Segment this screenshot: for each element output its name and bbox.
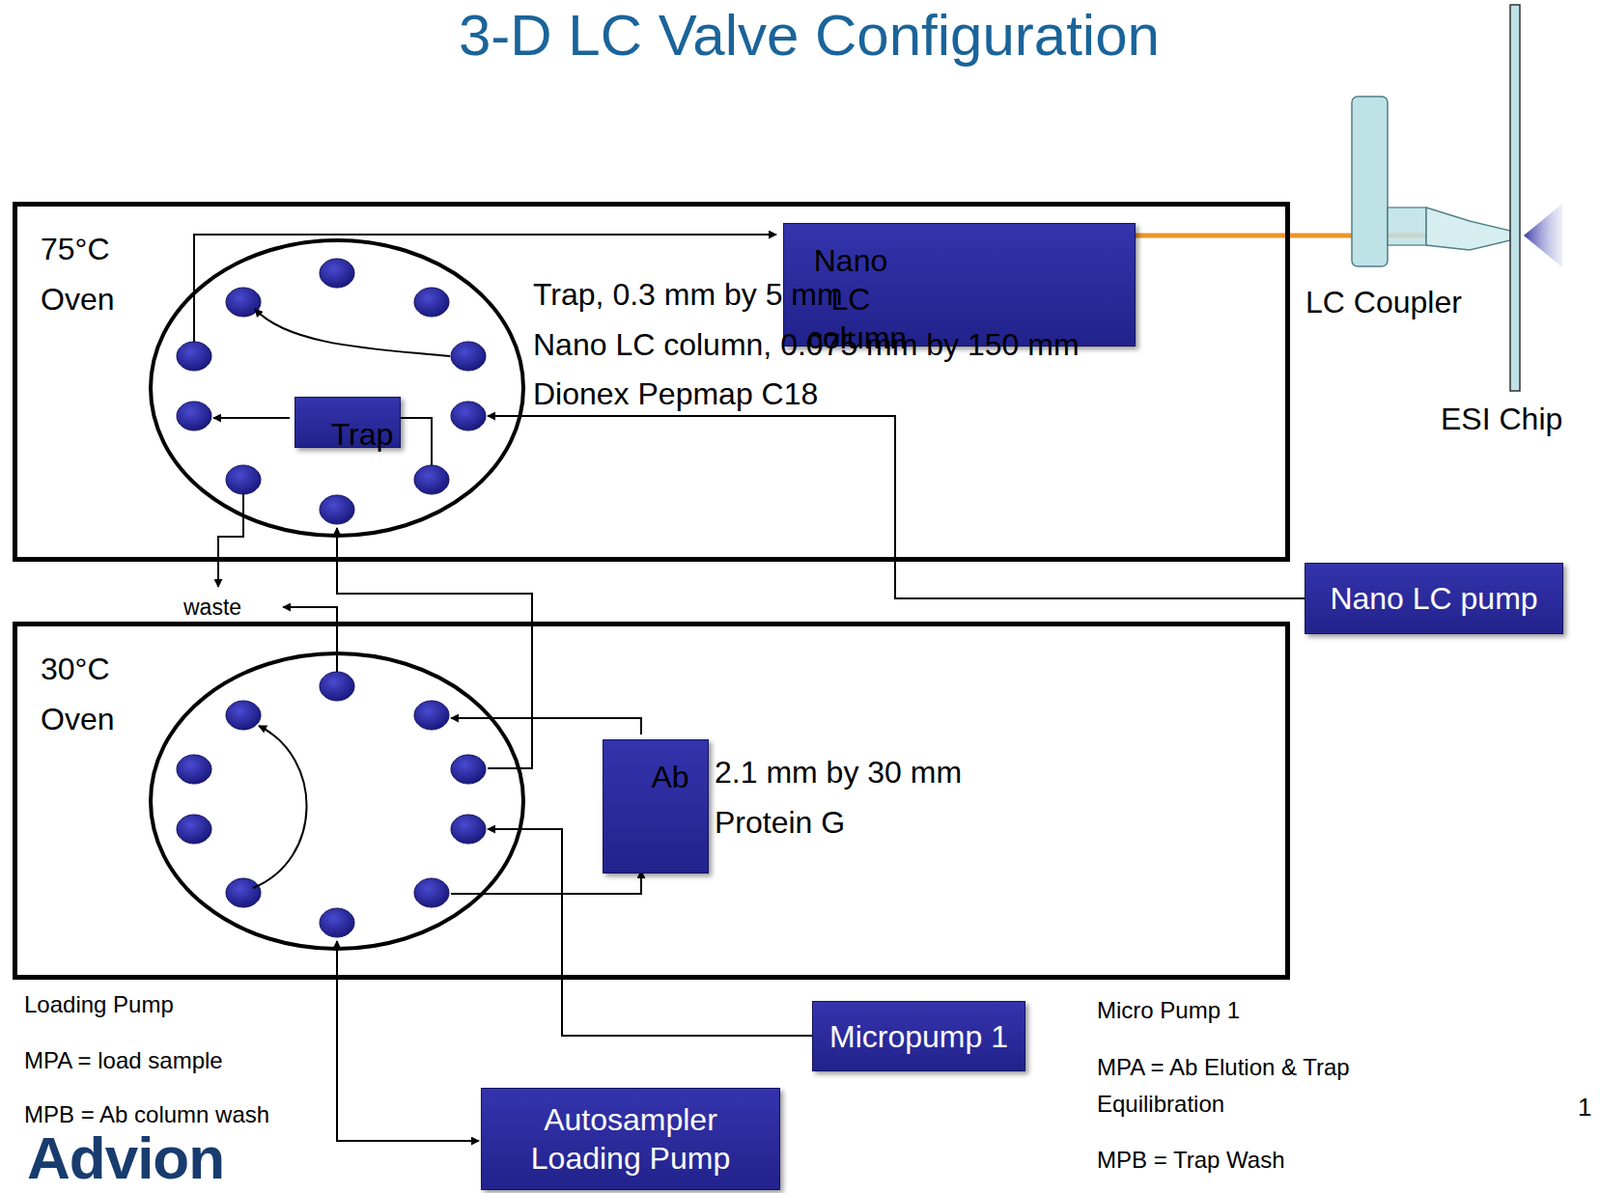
valve-port xyxy=(319,495,355,525)
valve-port xyxy=(176,814,212,844)
component-box: Micropump 1 xyxy=(812,1001,1026,1072)
company-logo: Advion xyxy=(27,1127,225,1190)
pump-note: MPB = Trap Wash xyxy=(1096,1147,1286,1175)
page-number: 1 xyxy=(1577,1093,1592,1123)
component-label: Micropump 1 xyxy=(829,1017,1009,1057)
component-label: Ab xyxy=(626,757,714,797)
valve-ports xyxy=(176,258,486,938)
component-box: Nano LC pump xyxy=(1304,562,1564,635)
oven-label: 75°C Oven xyxy=(40,224,128,325)
valve-port xyxy=(450,401,486,431)
column-spec: Nano LC column, 0.075 mm by 150 mm xyxy=(533,327,1080,363)
valve-port xyxy=(176,755,212,785)
component-box: Autosampler Loading Pump xyxy=(480,1088,781,1191)
component-label: Trap xyxy=(318,415,406,454)
valve-port xyxy=(414,701,450,730)
component-label: Autosampler Loading Pump xyxy=(489,1100,772,1179)
esi-chip xyxy=(1510,4,1520,392)
column-spec: Dionex Pepmap C18 xyxy=(533,376,818,412)
valve-port xyxy=(225,701,261,730)
oven-box: 30°C OvenAb xyxy=(12,621,1291,981)
valve-port xyxy=(176,341,212,371)
lc-coupler xyxy=(1351,96,1511,267)
pump-note: Micro Pump 1 xyxy=(1096,997,1240,1025)
part-name: LC Coupler xyxy=(1305,284,1462,320)
valve-port xyxy=(414,465,450,495)
pump-note: Loading Pump xyxy=(24,991,174,1019)
valve-port xyxy=(450,341,486,371)
valve-port xyxy=(225,465,261,495)
valve-port xyxy=(225,878,261,908)
pump-note: MPA = load sample xyxy=(24,1047,224,1075)
valve-port xyxy=(450,814,486,844)
column-spec: 2.1 mm by 30 mm Protein G xyxy=(714,747,1005,848)
pump-note: MPA = Ab Elution & Trap Equilibration xyxy=(1096,1049,1406,1123)
waste-label: waste xyxy=(183,594,242,620)
tubing xyxy=(194,234,1305,1142)
valve-port xyxy=(319,258,355,288)
valve-port xyxy=(225,287,261,317)
valve-port xyxy=(176,401,212,431)
oven-label: 30°C Oven xyxy=(40,644,128,745)
column-spec: Trap, 0.3 mm by 5 mm xyxy=(533,277,843,312)
part-name: ESI Chip xyxy=(1440,401,1563,437)
electrospray xyxy=(1523,203,1563,268)
component-box: Trap xyxy=(294,396,401,449)
component-box: Ab xyxy=(602,739,709,874)
valve-port xyxy=(414,287,450,317)
component-label: Nano LC pump xyxy=(1329,579,1538,618)
slide-title: 3-D LC Valve Configuration xyxy=(458,1,1160,69)
pump-note: MPB = Ab column wash xyxy=(24,1101,270,1129)
valve-port xyxy=(414,878,450,908)
valve-port xyxy=(450,755,486,785)
valve-port xyxy=(319,672,355,702)
valve-port xyxy=(319,908,355,938)
